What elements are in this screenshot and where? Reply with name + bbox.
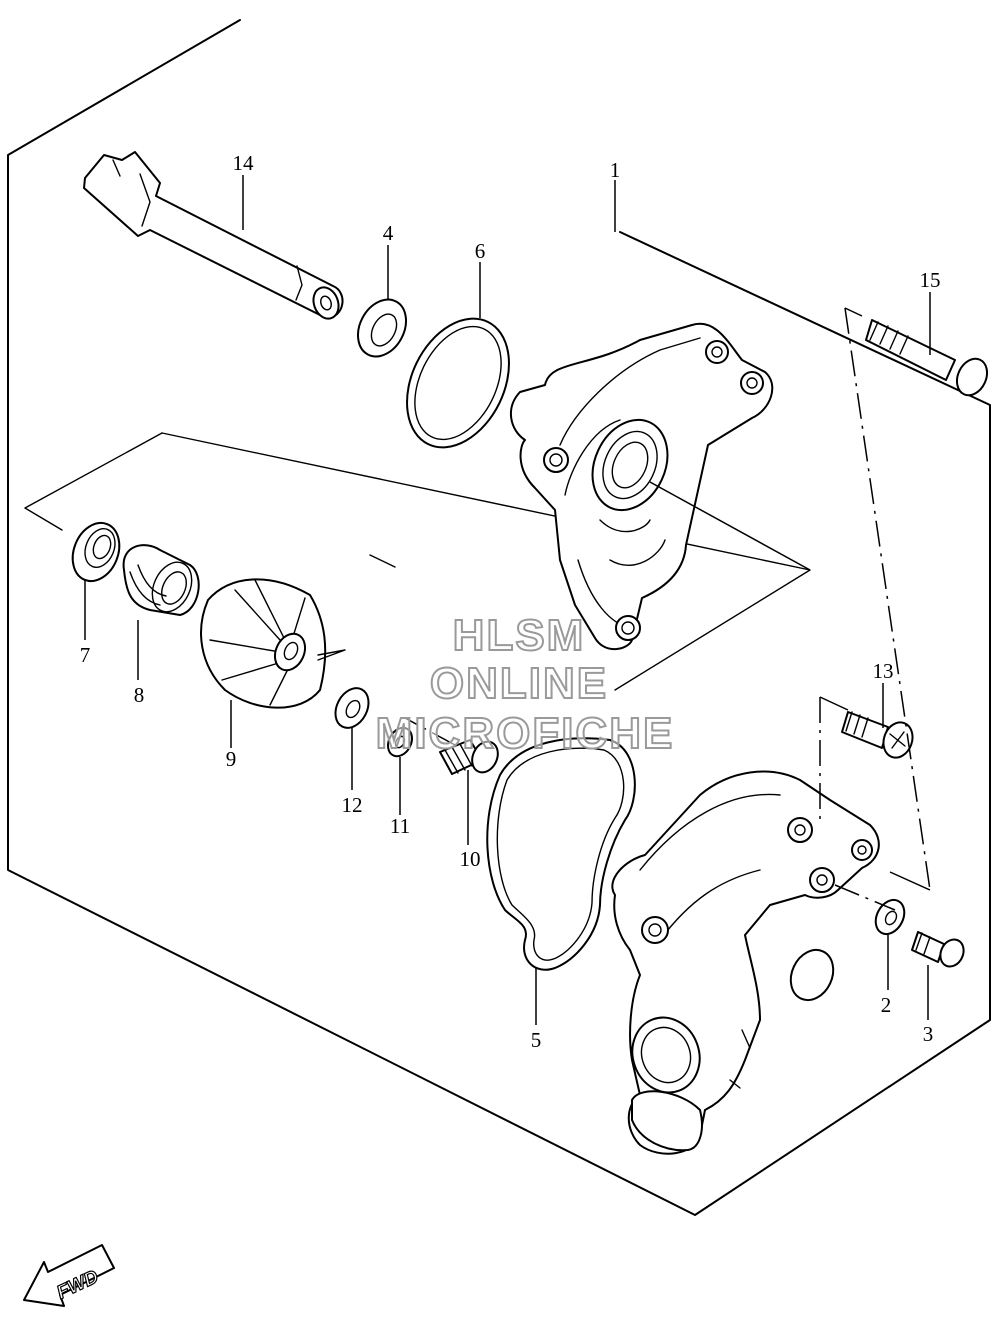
- callout-3: 3: [923, 1022, 934, 1046]
- callout-11: 11: [390, 814, 410, 838]
- alignment-line-10: [404, 717, 456, 746]
- callout-8: 8: [134, 683, 145, 707]
- bolt-15: [865, 319, 989, 397]
- callout-12: 12: [342, 793, 363, 817]
- alignment-line-15: [844, 307, 931, 891]
- o-ring-6: [406, 317, 510, 449]
- bolt-3: [911, 931, 965, 968]
- washer-2: [874, 898, 906, 936]
- screw-13: [841, 711, 914, 759]
- gasket-5: [486, 737, 636, 971]
- pump-cover: [510, 322, 774, 651]
- callout-7: 7: [80, 643, 91, 667]
- bolt-10: [439, 739, 499, 775]
- pump-housing: [611, 770, 880, 1155]
- leader-lines: [84, 175, 931, 1025]
- callout-6: 6: [475, 239, 486, 263]
- callout-13: 13: [873, 659, 894, 683]
- oil-seal-7: [71, 521, 121, 583]
- callout-10: 10: [460, 847, 481, 871]
- watermark-line-3: MICROFICHE: [376, 709, 675, 758]
- washer-4: [357, 298, 407, 358]
- watermark-line-2: ONLINE: [430, 659, 608, 708]
- assembly-outline: [7, 19, 991, 1216]
- fwd-arrow-icon: FWD: [23, 1244, 115, 1307]
- callout-15: 15: [920, 268, 941, 292]
- watermark-line-1: HLSM: [453, 611, 586, 660]
- impeller-9: [200, 578, 346, 709]
- washer-11: [387, 726, 413, 758]
- callout-14: 14: [233, 151, 255, 175]
- washer-12: [334, 687, 370, 729]
- alignment-line-3: [834, 884, 896, 911]
- callout-2: 2: [881, 993, 892, 1017]
- callout-5: 5: [531, 1028, 542, 1052]
- callout-1: 1: [610, 158, 621, 182]
- callout-9: 9: [226, 747, 237, 771]
- mechanical-seal-8: [122, 544, 200, 616]
- callout-4: 4: [383, 221, 394, 245]
- impeller-group-outline: [24, 432, 163, 531]
- shaft: [83, 151, 344, 320]
